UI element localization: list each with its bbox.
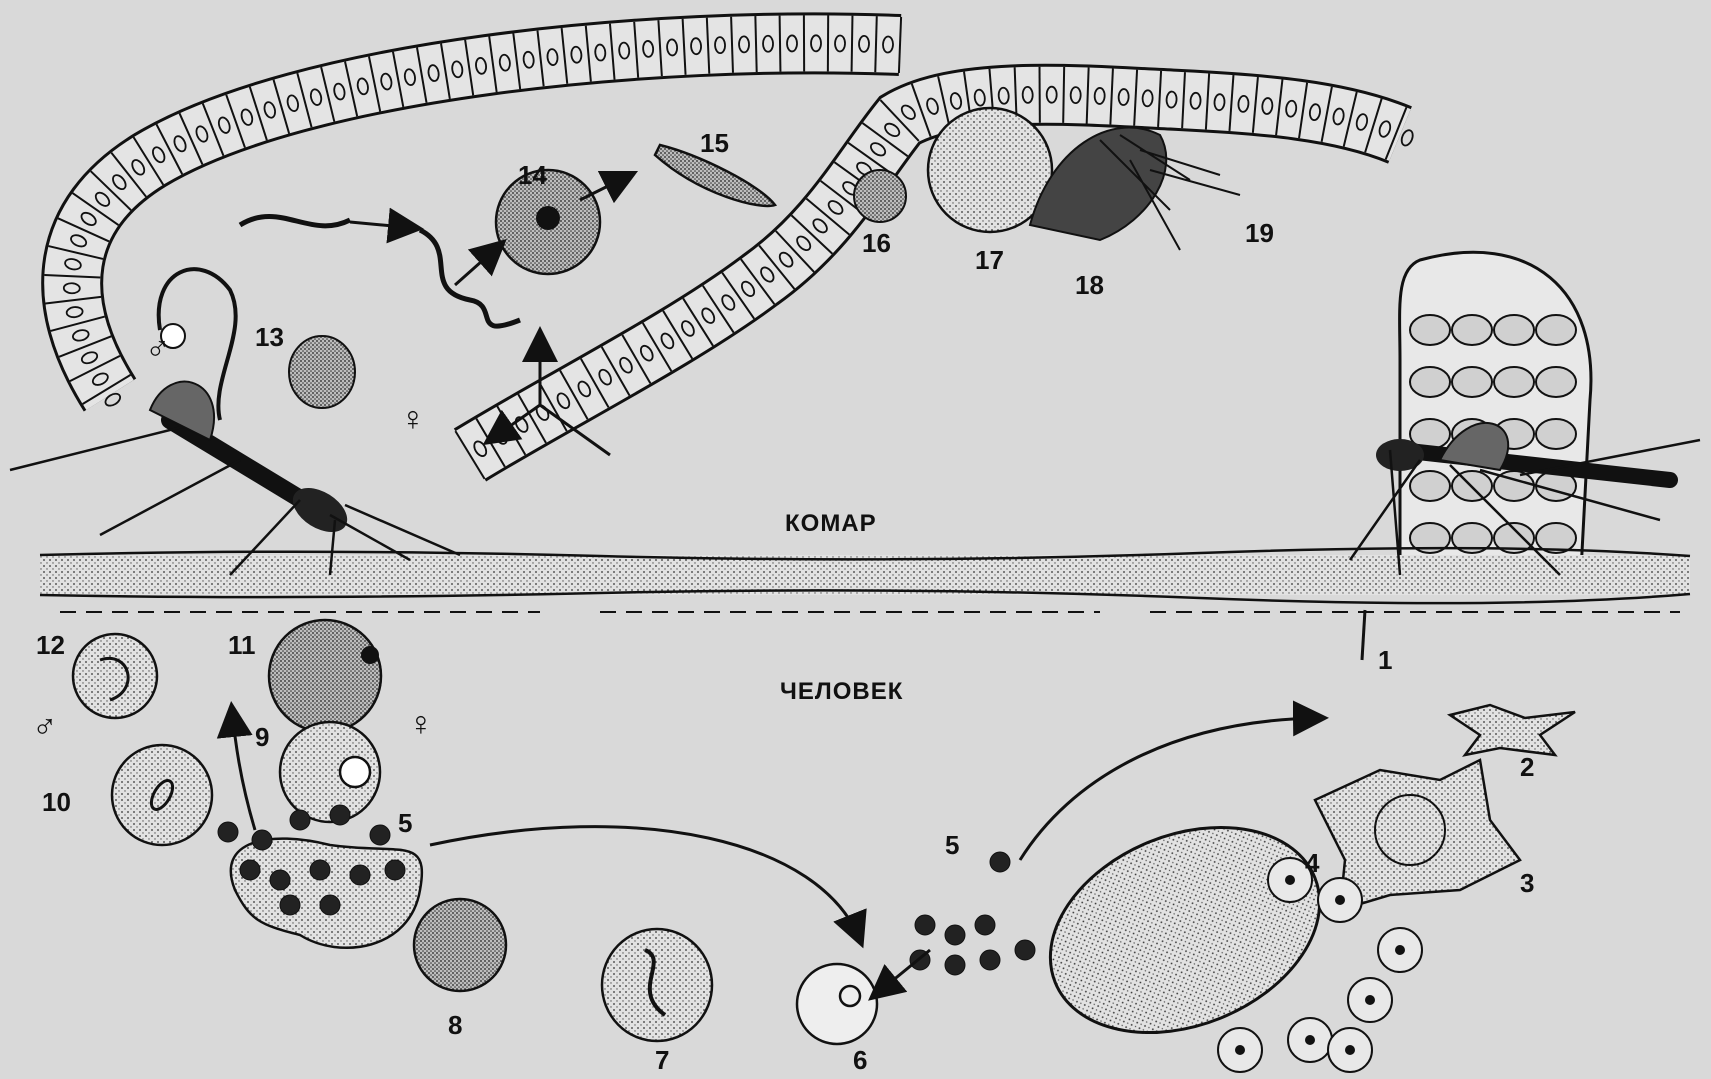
stage-14-zygote (240, 170, 600, 326)
male-symbol-mosquito: ♂ (145, 330, 171, 369)
salivary-gland (1400, 252, 1591, 590)
stage-label-4: 4 (1305, 848, 1319, 879)
stage-label-11: 11 (228, 630, 256, 661)
stage-label-14: 14 (518, 160, 547, 191)
stage-label-5b: 5 (945, 830, 959, 861)
mosquito-midgut-epithelium (44, 15, 1414, 479)
stage-label-8: 8 (448, 1010, 462, 1041)
stage-label-17: 17 (975, 245, 1004, 276)
human-label: ЧЕЛОВЕК (780, 678, 903, 706)
male-symbol-human: ♂ (32, 708, 58, 747)
stage-label-3: 3 (1520, 868, 1534, 899)
stage-label-6: 6 (853, 1045, 867, 1076)
human-skin-layer (40, 548, 1690, 612)
stage-label-5a: 5 (398, 808, 412, 839)
stage-label-13: 13 (255, 322, 284, 353)
mosquito-left (10, 382, 460, 575)
stage-label-18: 18 (1075, 270, 1104, 301)
stage-label-19: 19 (1245, 218, 1274, 249)
stage-label-7: 7 (655, 1045, 669, 1076)
stage-label-12: 12 (36, 630, 65, 661)
mosquito-label: КОМАР (785, 510, 877, 538)
female-symbol-mosquito: ♀ (400, 400, 426, 439)
stage-label-9: 9 (255, 722, 269, 753)
stage-label-2: 2 (1520, 752, 1534, 783)
stage-16-oocyst-young (854, 170, 906, 222)
stage-label-16: 16 (862, 228, 891, 259)
stage-label-15: 15 (700, 128, 729, 159)
stage-label-1: 1 (1378, 645, 1392, 676)
stage-18-ruptured-oocyst (1030, 128, 1240, 250)
stage-label-10: 10 (42, 787, 71, 818)
female-symbol-human: ♀ (408, 705, 434, 744)
